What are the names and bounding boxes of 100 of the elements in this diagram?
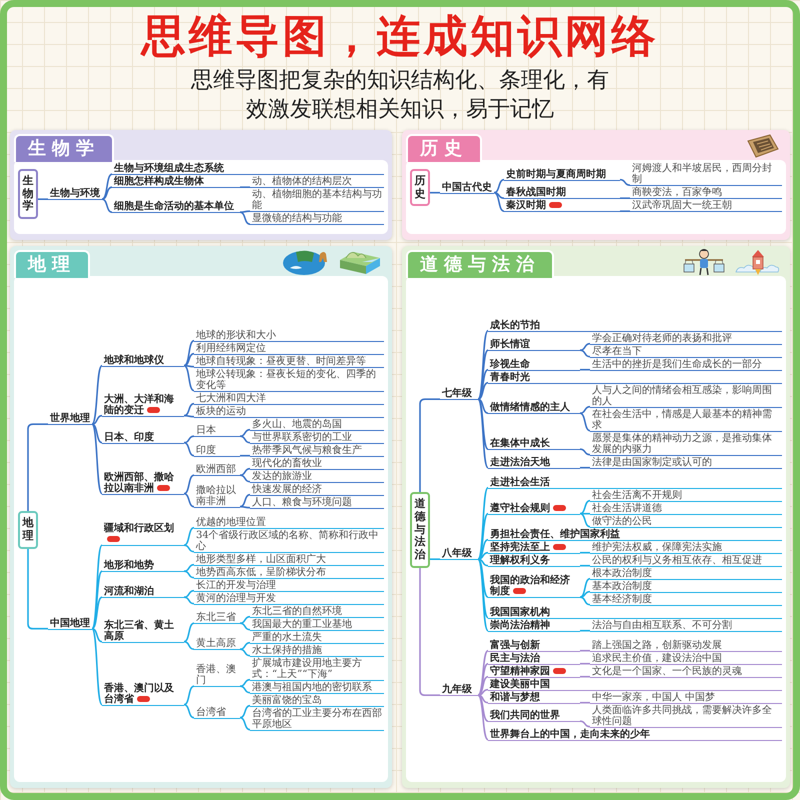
branch-line	[184, 364, 194, 392]
branch-line	[91, 544, 103, 630]
branch-line	[240, 210, 250, 213]
branch-line	[580, 349, 590, 358]
branch-line	[478, 513, 488, 560]
branch-line	[580, 720, 590, 728]
branch-topic: 长江的开发与治理	[194, 580, 384, 592]
branch-topic: 港澳与祖国内地的密切联系	[250, 682, 384, 694]
branch-line	[102, 198, 112, 213]
branch-line	[27, 423, 48, 512]
branch-topic: 动、植物体的结构层次	[250, 176, 384, 188]
central-topic-box: 道德与法治	[410, 492, 430, 568]
branch-topic: 做守法的公民	[590, 516, 782, 528]
subject-title-tab: 道德与法治	[406, 250, 554, 278]
branch-line	[184, 474, 194, 494]
branch-topic: 汉武帝巩固大一统王朝	[630, 200, 782, 212]
branch-line	[477, 558, 489, 618]
branch-line	[184, 526, 194, 546]
branch-topic: 人口、粮食与环境问题	[250, 496, 384, 508]
branch-topic: 黄土高原	[194, 638, 240, 650]
branch-topic: 发达的旅游业	[250, 470, 384, 482]
branch-topic: 台湾省	[194, 706, 240, 718]
branch-line	[240, 211, 250, 225]
branch-topic: 生物与环境组成生态系统	[112, 163, 384, 175]
branch-line	[580, 650, 590, 652]
branch-line	[580, 406, 590, 414]
branch-topic: 基本经济制度	[590, 594, 782, 606]
branch-topic: 富强与创新	[488, 640, 580, 652]
branch-topic: 东北三省、黄土高原	[102, 620, 184, 642]
branch-topic: 我们共同的世界	[488, 710, 580, 722]
branch-line	[91, 365, 103, 425]
branch-topic: 欧洲西部	[194, 464, 240, 476]
branch-topic: 世界舞台上的中国，走向未来的少年	[488, 728, 782, 740]
branch-topic: 地势西高东低，呈阶梯状分布	[194, 566, 384, 578]
branch-line	[478, 368, 488, 400]
branch-line	[478, 382, 488, 400]
branch-topic: 遵守社会规则	[488, 502, 580, 514]
branch-topic: 撒哈拉以南非洲	[194, 484, 240, 508]
branch-topic: 我国国家机构	[488, 606, 782, 618]
branch-topic: 维护宪法权威，保障宪法实施	[590, 542, 782, 554]
branch-topic: 东北三省的自然环境	[250, 606, 384, 618]
mind-map-card	[402, 130, 790, 240]
branch-line	[580, 552, 590, 554]
branch-topic: 地球和地球仪	[102, 354, 184, 366]
branch-topic: 细胞怎样构成生物体	[112, 176, 240, 188]
branch-topic: 扩展城市建设用地主要方式：“上天”“下海”	[250, 658, 384, 680]
branch-line	[580, 500, 590, 514]
branch-line	[419, 398, 440, 492]
branch-line	[92, 423, 102, 444]
branch-topic: 现代化的畜牧业	[250, 458, 384, 470]
branch-line	[240, 685, 250, 694]
branch-line	[240, 704, 250, 718]
branch-topic: 日本	[194, 425, 240, 437]
branch-line	[478, 350, 488, 400]
branch-line	[184, 352, 194, 366]
branch-topic: 细胞是生命活动的基本单位	[112, 201, 240, 213]
branch-topic: 尽孝在当下	[590, 346, 782, 358]
branch-topic: 基本政治制度	[590, 580, 782, 592]
branch-line	[184, 544, 194, 552]
branch-line	[494, 192, 504, 212]
branch-line	[184, 570, 194, 578]
branch-topic: 七大洲和四大洋	[194, 392, 384, 404]
branch-topic: 生活中的挫折是我们生命成长的一部分	[590, 358, 782, 370]
branch-line	[27, 548, 48, 630]
branch-topic: 地形和地势	[102, 560, 184, 572]
branch-topic: 东北三省	[194, 612, 240, 624]
branch-topic: 法治与自由相互联系、不可分割	[590, 620, 782, 632]
branch-topic: 建设美丽中国	[488, 678, 782, 690]
branch-topic: 动、植物细胞的基本结构与功能	[250, 189, 384, 212]
branch-line	[430, 558, 440, 560]
branch-line	[478, 558, 488, 566]
branch-topic: 商鞅变法，百家争鸣	[630, 187, 782, 199]
branch-topic: 地形类型多样，山区面积广大	[194, 554, 384, 566]
branch-line	[91, 570, 103, 630]
branch-topic: 日本、印度	[102, 432, 184, 444]
branch-line	[184, 402, 194, 416]
branch-line	[478, 694, 488, 722]
branch-line	[580, 676, 590, 678]
branch-topic: 九年级	[440, 684, 478, 696]
branch-topic: 34个省级行政区域的名称、简称和行政中心	[194, 530, 384, 552]
branch-topic: 珍视生命	[488, 358, 580, 370]
branch-topic: 追求民主价值，建设法治中国	[590, 652, 782, 664]
branch-topic: 显微镜的结构与功能	[250, 213, 384, 225]
branch-line	[478, 650, 488, 696]
branch-topic: 热带季风气候与粮食生产	[250, 444, 384, 456]
branch-line	[184, 492, 194, 508]
branch-topic: 守望精神家园	[488, 666, 580, 678]
branch-topic: 中国古代史	[440, 182, 494, 194]
branch-line	[92, 414, 102, 425]
branch-topic: 民主与法治	[488, 652, 580, 664]
branch-line	[494, 192, 504, 199]
branch-topic: 法律是由国家制定或认可的	[590, 456, 782, 468]
branch-line	[478, 676, 488, 696]
branch-line	[240, 622, 250, 630]
branch-line	[430, 192, 440, 194]
branch-line	[620, 178, 630, 186]
branch-topic: 在社会生活中，情感是人最基本的精神需求	[590, 408, 782, 432]
branch-topic: 七年级	[440, 388, 478, 400]
branch-line	[240, 506, 250, 508]
branch-topic: 勇担社会责任、维护国家利益	[488, 528, 782, 540]
